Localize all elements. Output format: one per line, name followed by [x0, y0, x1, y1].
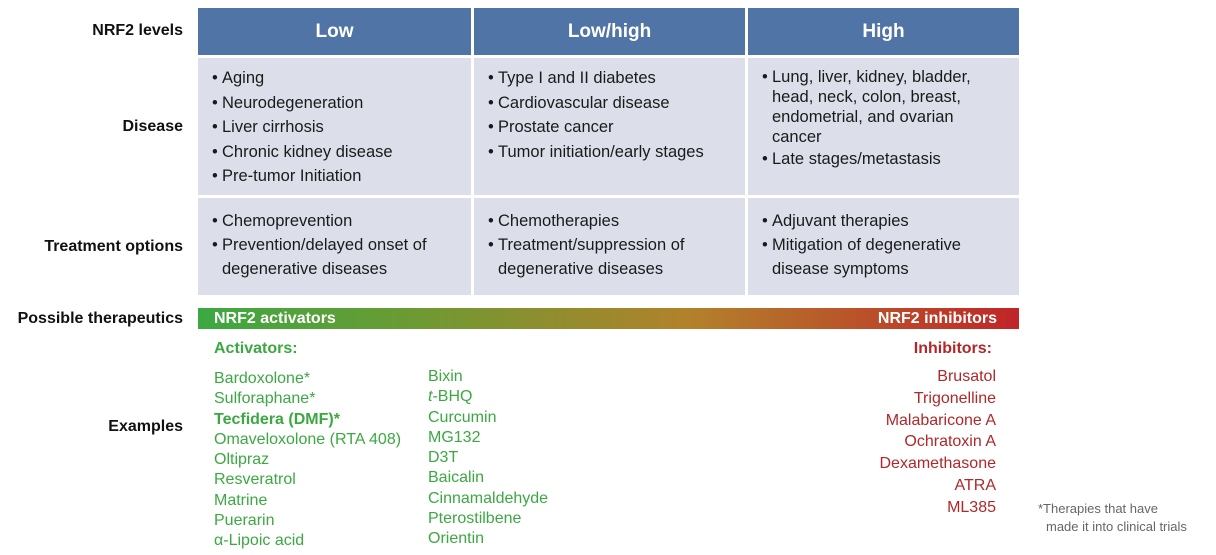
tbhq-prefix: t	[428, 388, 433, 406]
treatment-item: Chemotherapies	[488, 209, 705, 233]
disease-cell-low-high: Type I and II diabetes Cardiovascular di…	[474, 58, 745, 195]
row-label-examples: Examples	[108, 418, 183, 435]
treatment-item: Mitigation of degenerative disease sympt…	[762, 233, 989, 281]
disease-item: Neurodegeneration	[212, 91, 471, 116]
activator-item: MG132	[428, 428, 481, 446]
tbhq-suffix: -BHQ	[432, 388, 473, 406]
treatment-cell-low: Chemoprevention Prevention/delayed onset…	[198, 198, 471, 295]
treatment-cell-high: Adjuvant therapies Mitigation of degener…	[748, 198, 1019, 295]
disease-item: Cardiovascular disease	[488, 91, 745, 116]
treatment-item: Prevention/delayed onset of degenerative…	[212, 233, 459, 281]
row-label-nrf2-levels: NRF2 levels	[92, 22, 183, 39]
row-label-therapeutics: Possible therapeutics	[17, 310, 183, 327]
activator-item: Cinnamaldehyde	[428, 489, 549, 507]
activators-list-2: Bixin t-BHQ Curcumin MG132 D3T Baicalin …	[428, 367, 548, 550]
activators-list-1: Bardoxolone* Sulforaphane* Tecfidera (DM…	[214, 369, 401, 552]
inhibitor-item: ML385	[947, 498, 996, 516]
row-label-disease: Disease	[122, 118, 184, 135]
disease-cell-high: Lung, liver, kidney, bladder, head, neck…	[748, 58, 1019, 195]
inhibitor-item: Malabaricone A	[885, 411, 996, 429]
inhibitor-item: Ochratoxin A	[904, 433, 996, 451]
header-high: High	[748, 8, 1019, 55]
disease-item: Lung, liver, kidney, bladder, head, neck…	[762, 67, 1005, 147]
disease-item: Tumor initiation/early stages	[488, 140, 745, 165]
row-label-treatment: Treatment options	[44, 238, 183, 255]
activator-item: Pterostilbene	[428, 510, 522, 528]
activator-item: Baicalin	[428, 469, 485, 487]
activator-item: Oltipraz	[214, 451, 270, 469]
inhibitor-item: ATRA	[954, 476, 996, 494]
inhibitor-item: Dexamethasone	[879, 455, 996, 473]
activators-heading: Activators:	[214, 340, 298, 357]
footnote-line-1: *Therapies that have	[1038, 501, 1158, 516]
inhibitors-heading: Inhibitors:	[913, 340, 992, 357]
activator-item: Bixin	[428, 368, 463, 385]
inhibitor-item: Trigonelline	[913, 389, 996, 407]
activator-item: Bardoxolone*	[214, 370, 311, 387]
disease-item: Chronic kidney disease	[212, 140, 471, 165]
header-low: Low	[198, 8, 471, 55]
footnote: *Therapies that have made it into clinic…	[1038, 500, 1187, 536]
inhibitors-list: Brusatol Trigonelline Malabaricone A Och…	[879, 366, 996, 519]
treatment-item: Treatment/suppression of degenerative di…	[488, 233, 705, 281]
disease-item: Late stages/metastasis	[762, 149, 1005, 169]
activator-item: Sulforaphane*	[214, 390, 316, 408]
activator-item: D3T	[428, 449, 459, 467]
inhibitors-bar-label: NRF2 inhibitors	[877, 310, 997, 327]
activator-item: Curcumin	[428, 408, 497, 426]
disease-item: Type I and II diabetes	[488, 66, 745, 91]
activator-item: Omaveloxolone (RTA 408)	[214, 430, 402, 448]
disease-item: Liver cirrhosis	[212, 115, 471, 140]
footnote-line-2: made it into clinical trials	[1046, 519, 1187, 534]
activator-item-tbhq: t-BHQ	[428, 387, 548, 407]
therapeutics-gradient-bar: NRF2 activators NRF2 inhibitors	[198, 308, 1019, 329]
activator-item: Orientin	[428, 530, 485, 548]
activator-item: Tecfidera (DMF)*	[214, 410, 340, 428]
activator-item: Resveratrol	[214, 471, 296, 489]
disease-item: Prostate cancer	[488, 115, 745, 140]
disease-item: Pre-tumor Initiation	[212, 164, 471, 189]
treatment-item: Adjuvant therapies	[762, 209, 989, 233]
disease-cell-low: Aging Neurodegeneration Liver cirrhosis …	[198, 58, 471, 195]
header-low-high: Low/high	[474, 8, 745, 55]
activator-item: α-Lipoic acid	[214, 532, 305, 550]
disease-item: Aging	[212, 66, 471, 91]
treatment-cell-low-high: Chemotherapies Treatment/suppression of …	[474, 198, 745, 295]
activators-bar-label: NRF2 activators	[214, 310, 336, 327]
activator-item: Matrine	[214, 491, 268, 509]
activator-item: Puerarin	[214, 512, 275, 530]
inhibitor-item: Brusatol	[937, 368, 996, 385]
treatment-item: Chemoprevention	[212, 209, 459, 233]
